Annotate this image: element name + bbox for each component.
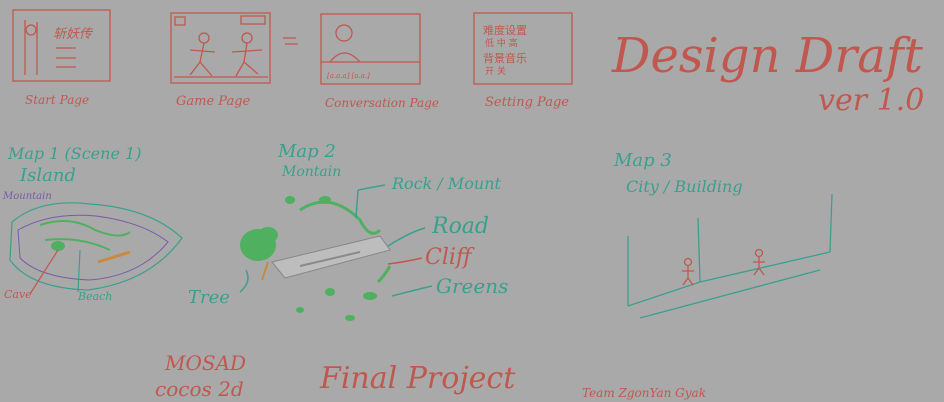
map2-cliff-label: Cliff	[425, 245, 475, 270]
map2-greens-label: Greens	[436, 274, 508, 298]
map2-callouts	[239, 184, 433, 297]
map3-subtitle: City / Building	[626, 177, 743, 196]
setting-line-3: 背景音乐	[483, 51, 527, 65]
map2-title: Map 2	[277, 141, 336, 162]
map2-mountain-sketch	[240, 196, 392, 321]
start-page-title: 斩妖传	[53, 27, 94, 42]
footer-team: Team ZgonYan Gyak	[582, 386, 706, 400]
conversation-page-label: Conversation Page	[325, 96, 439, 110]
map1-beach-label: Beach	[77, 290, 112, 303]
setting-line-1: 难度设置	[483, 23, 527, 37]
map2-tree-label: Tree	[188, 287, 230, 308]
start-page-sketch	[12, 9, 111, 82]
map3-city-sketch	[627, 193, 833, 319]
setting-page-frame	[473, 12, 573, 85]
setting-page-sketch	[473, 12, 573, 85]
game-page-frame	[170, 12, 271, 84]
conversation-page-sketch	[320, 13, 421, 85]
conversation-page-frame	[320, 13, 421, 85]
footer-engine: cocos 2d	[155, 377, 244, 401]
footer-course: MOSAD	[164, 351, 246, 375]
map2-rock-label: Rock / Mount	[391, 174, 502, 193]
map1-mountain-label: Mountain	[2, 191, 52, 202]
setting-line-2: 低 中 高	[485, 37, 518, 49]
map1-island-sketch	[9, 202, 183, 295]
map1-title: Map 1 (Scene 1)	[7, 144, 141, 163]
game-page-sketch	[170, 12, 298, 84]
start-page-label: Start Page	[25, 93, 89, 107]
map1-subtitle: Island	[19, 165, 76, 186]
map1-cave-label: Cave	[4, 288, 32, 301]
map2-subtitle: Montain	[281, 164, 341, 180]
map3-title: Map 3	[613, 150, 672, 171]
setting-line-4: 开 关	[485, 65, 506, 77]
conversation-footer: [a.a.a] [a.a.]	[327, 72, 370, 80]
start-page-frame	[12, 9, 111, 82]
footer-project: Final Project	[319, 361, 516, 396]
game-page-label: Game Page	[176, 94, 251, 109]
design-draft-title: Design Draft	[611, 28, 924, 84]
setting-page-label: Setting Page	[485, 95, 569, 110]
map2-road-label: Road	[431, 214, 489, 239]
version-label: ver 1.0	[818, 83, 924, 118]
